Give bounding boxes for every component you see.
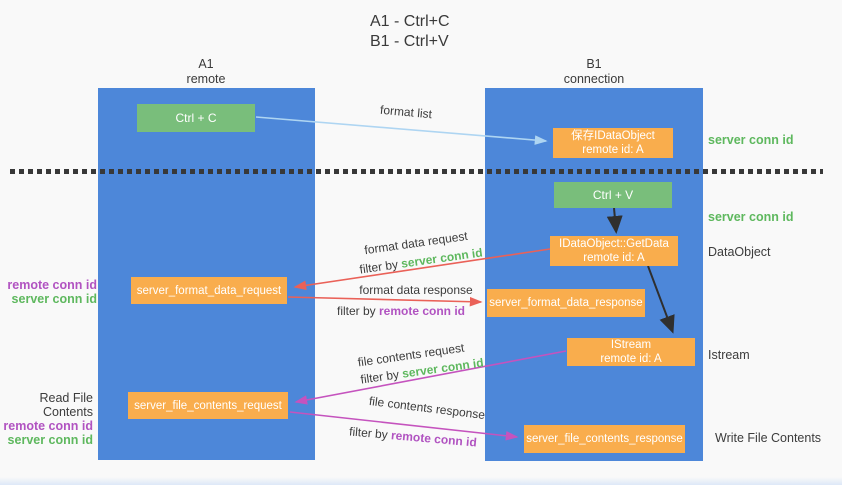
diagram-title: A1 - Ctrl+C B1 - Ctrl+V [370, 12, 450, 52]
node-istream: IStream remote id: A [567, 338, 695, 366]
edge-label-file-contents-response: file contents response [368, 393, 486, 423]
annotation-read-file-group: Read File Contents remote conn id server… [0, 391, 93, 447]
edge-label-format-data-response: format data response [359, 283, 473, 297]
annotation-read-file-contents: Read File Contents [39, 391, 94, 419]
remote-conn-id-text: remote conn id [390, 428, 478, 450]
lane-header-right: B1 connection [534, 57, 654, 87]
edge-label-format-list: format list [379, 102, 433, 122]
node-save-idataobject: 保存IDataObject remote id: A [553, 128, 673, 158]
node-server-format-data-response: server_format_data_response [487, 289, 645, 317]
annotation-server-conn-id: server conn id [7, 433, 93, 447]
annotation-server-conn-id-top: server conn id [708, 133, 794, 147]
lane-header-left: A1 remote [146, 57, 266, 87]
node-ctrl-v: Ctrl + V [554, 182, 672, 208]
annotation-dataobject: DataObject [708, 245, 771, 259]
annotation-write-file-contents: Write File Contents [715, 431, 822, 445]
annotation-server-conn-id: server conn id [11, 292, 97, 306]
node-server-format-data-request: server_format_data_request [131, 277, 287, 304]
filter-by-text: filter by [336, 304, 379, 318]
node-ctrl-c: Ctrl + C [137, 104, 255, 132]
dotted-separator [10, 169, 823, 174]
annotation-remote-conn-id: remote conn id [7, 278, 97, 292]
bottom-edge-strip [0, 477, 842, 485]
title-line-1: A1 - Ctrl+C [370, 13, 450, 30]
node-server-file-contents-response: server_file_contents_response [524, 425, 685, 453]
lane-left-subtitle: remote [186, 72, 226, 86]
node-server-file-contents-request: server_file_contents_request [128, 392, 288, 419]
arrow-format-data-response [287, 296, 483, 307]
filter-by-text: filter by [358, 256, 403, 277]
lane-right-name: B1 [586, 57, 602, 71]
filter-by-text: filter by [348, 424, 392, 443]
annotation-remote-conn-id: remote conn id [3, 419, 93, 433]
edge-label-filter-remote-2: filter by remote conn id [349, 424, 478, 449]
title-line-2: B1 - Ctrl+V [370, 33, 449, 50]
annotation-server-conn-id-mid: server conn id [708, 210, 794, 224]
remote-conn-id-text: remote conn id [379, 304, 466, 318]
edge-label-filter-remote-1: filter by remote conn id [337, 304, 465, 318]
lane-left-name: A1 [198, 57, 214, 71]
lane-right-subtitle: connection [563, 72, 625, 86]
annotation-istream: Istream [708, 348, 750, 362]
filter-by-text: filter by [359, 366, 404, 387]
annotation-left-conn-ids: remote conn id server conn id [0, 278, 97, 306]
node-idataobject-getdata: IDataObject::GetData remote id: A [550, 236, 678, 266]
